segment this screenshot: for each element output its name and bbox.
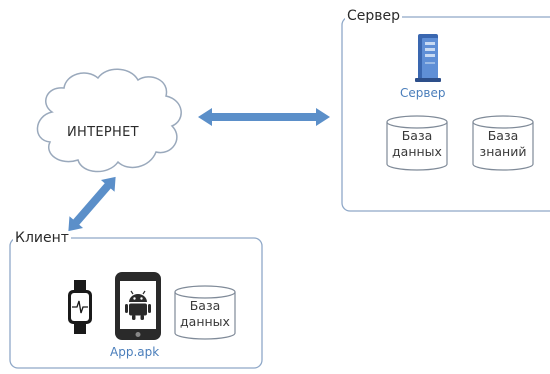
- server-database-label-line1: База: [401, 128, 433, 143]
- knowledge-base-label: База знаний: [473, 128, 533, 160]
- app-label: App.apk: [110, 345, 160, 359]
- server-group-title: Сервер: [345, 8, 403, 24]
- server-database-label: База данных: [387, 128, 447, 160]
- internet-server-arrow: [198, 108, 330, 126]
- server-database-label-line2: данных: [392, 144, 442, 159]
- server-group-box: [341, 16, 550, 212]
- internet-label: ИНТЕРНЕТ: [67, 125, 139, 140]
- internet-client-arrow: [68, 176, 116, 232]
- client-database-label-line1: База: [189, 298, 221, 313]
- client-database-label: База данных: [175, 298, 235, 330]
- internet-cloud: [36, 68, 182, 173]
- knowledge-base-cylinder: [472, 115, 534, 171]
- server-icon: [415, 34, 441, 82]
- client-group-box: [9, 237, 263, 369]
- smartwatch-icon: [68, 280, 92, 334]
- android-icon: [125, 290, 151, 320]
- knowledge-base-label-line2: знаний: [479, 144, 527, 159]
- server-label: Сервер: [400, 86, 446, 100]
- client-group-title: Клиент: [13, 230, 71, 246]
- server-database-cylinder: [386, 115, 448, 171]
- knowledge-base-label-line1: База: [487, 128, 519, 143]
- client-database-label-line2: данных: [180, 314, 230, 329]
- client-database-cylinder: [174, 285, 236, 340]
